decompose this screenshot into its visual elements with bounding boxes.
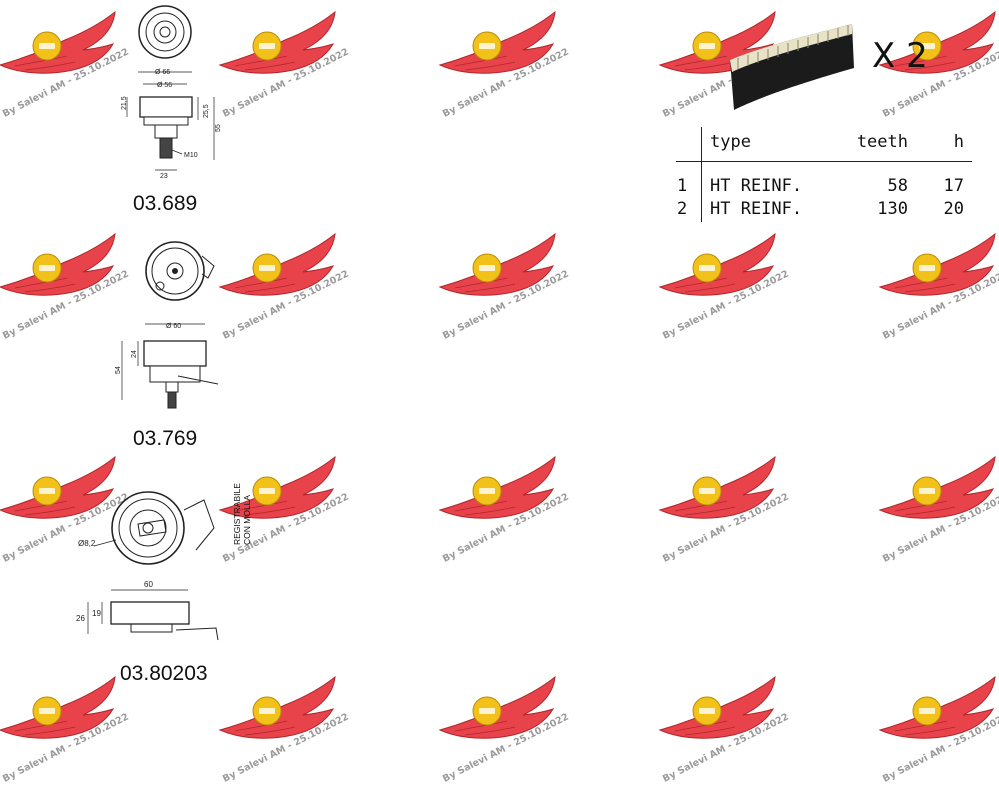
dim-h-left: 21,5 (121, 96, 128, 110)
winged-logo-icon (0, 232, 116, 296)
watermark-logo: By Salevi AM - 25.10.2022 (875, 232, 999, 342)
watermark-logo: By Salevi AM - 25.10.2022 (655, 232, 795, 342)
part-code-03-80203: 03.80203 (120, 662, 208, 685)
row-1-h: 17 (943, 176, 964, 196)
header-h: h (953, 132, 964, 152)
winged-logo-icon (218, 10, 336, 74)
row-1-teeth: 58 (887, 176, 908, 196)
watermark-logo: By Salevi AM - 25.10.2022 (215, 675, 355, 785)
dim-width: 60 (144, 580, 153, 589)
winged-logo-icon (0, 10, 116, 74)
winged-logo-icon (218, 232, 336, 296)
watermark-logo: By Salevi AM - 25.10.2022 (0, 232, 135, 342)
note-line-2: CON MOLLA (242, 494, 252, 545)
row-2-teeth: 130 (877, 199, 908, 219)
part-code-03-769: 03.769 (133, 427, 198, 450)
winged-logo-icon (658, 455, 776, 519)
watermark-logo: By Salevi AM - 25.10.2022 (875, 10, 999, 120)
dim-d-outer: Ø 60 (166, 323, 181, 330)
part-code-03-689: 03.689 (133, 192, 198, 215)
dim-h-top: 19 (92, 609, 101, 618)
dim-d-hole: Ø8,2 (78, 539, 96, 548)
tensioner-drawing-03-769: Ø 60 24 54 (108, 238, 228, 423)
adjustable-note: REGISTRABILE CON MOLLA (232, 483, 252, 545)
watermark-logo: By Salevi AM - 25.10.2022 (215, 232, 355, 342)
winged-logo-icon (438, 455, 556, 519)
timing-belt-figure (730, 24, 854, 110)
watermark-logo: By Salevi AM - 25.10.2022 (655, 455, 795, 565)
dim-h-total: 55 (215, 124, 222, 132)
winged-logo-icon (438, 10, 556, 74)
watermark-logo: By Salevi AM - 25.10.2022 (215, 10, 355, 120)
winged-logo-icon (878, 232, 996, 296)
row-2-number: 2 (677, 199, 688, 219)
row-2-h: 20 (943, 199, 964, 219)
dim-stem: 23 (160, 173, 168, 180)
winged-logo-icon (878, 455, 996, 519)
watermark-logo: By Salevi AM - 25.10.2022 (0, 675, 135, 785)
watermark-logo: By Salevi AM - 25.10.2022 (0, 455, 135, 565)
dim-d-outer: Ø 66 (155, 69, 170, 76)
dim-h-total: 54 (115, 366, 122, 374)
watermark-logo: By Salevi AM - 25.10.2022 (655, 675, 795, 785)
timing-belt-image (728, 18, 858, 123)
watermark-logo: By Salevi AM - 25.10.2022 (435, 455, 575, 565)
tensioner-drawing-03-689: Ø 66 Ø 56 21,5 25,5 55 M10 23 (110, 0, 230, 190)
winged-logo-icon (0, 455, 116, 519)
winged-logo-icon (658, 232, 776, 296)
header-type: type (710, 132, 751, 152)
watermark-logo: By Salevi AM - 25.10.2022 (435, 10, 575, 120)
belt-quantity: X 2 (872, 36, 928, 76)
tensioner-03-689-figure (126, 5, 215, 171)
winged-logo-icon (878, 10, 996, 74)
dim-h-top: 24 (131, 350, 138, 358)
winged-logo-icon (218, 455, 336, 519)
header-teeth: teeth (856, 132, 908, 152)
watermark-logo: By Salevi AM - 25.10.2022 (875, 455, 999, 565)
dim-d-inner: Ø 56 (157, 82, 172, 89)
watermark-logo: By Salevi AM - 25.10.2022 (0, 10, 135, 120)
table-divider-vertical (701, 127, 702, 222)
row-2-type: HT REINF. (710, 199, 803, 219)
tensioner-03-769-figure (121, 241, 219, 409)
tensioner-03-80203-figure (87, 491, 219, 641)
watermark-logo: By Salevi AM - 25.10.2022 (875, 675, 999, 785)
dim-h-total: 26 (76, 614, 85, 623)
row-1-type: HT REINF. (710, 176, 803, 196)
winged-logo-icon (438, 232, 556, 296)
dim-h-right: 25,5 (203, 104, 210, 118)
note-line-1: REGISTRABILE (232, 483, 242, 545)
dim-thread: M10 (184, 152, 198, 159)
tensioner-drawing-03-80203: Ø8,2 60 26 19 (76, 480, 236, 655)
row-1-number: 1 (677, 176, 688, 196)
watermark-logo: By Salevi AM - 25.10.2022 (435, 232, 575, 342)
watermark-logo: By Salevi AM - 25.10.2022 (215, 455, 355, 565)
watermark-logo: By Salevi AM - 25.10.2022 (435, 675, 575, 785)
table-divider-horizontal (676, 161, 972, 162)
